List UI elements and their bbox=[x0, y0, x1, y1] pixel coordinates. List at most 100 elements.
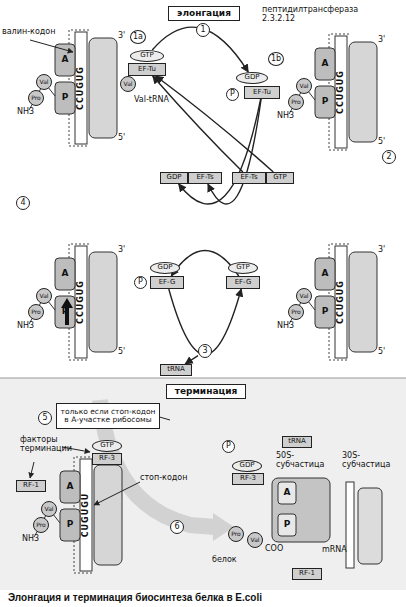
node-text: EF-G bbox=[235, 279, 252, 287]
gtp-box: GTP bbox=[266, 172, 294, 184]
factor-box: EF-Tu bbox=[244, 86, 280, 99]
node-text: RF-1 bbox=[299, 570, 315, 578]
factor-box: EF-G bbox=[226, 276, 260, 289]
node-text: EF-Tu bbox=[253, 89, 271, 97]
cycle-arrow bbox=[179, 99, 261, 204]
callout-number: 1a bbox=[130, 30, 146, 44]
callout-number: 5 bbox=[38, 411, 52, 425]
cycle-arrow bbox=[171, 251, 238, 277]
leader-line bbox=[30, 462, 34, 478]
site-letter: P bbox=[67, 520, 74, 530]
callout-number: 2 bbox=[382, 150, 396, 164]
enzyme-label: пептидилтрансфераза 2.3.2.12 bbox=[262, 6, 354, 24]
gtp-oval: GTP bbox=[130, 50, 164, 62]
factor-box: EF-Ts bbox=[188, 172, 222, 184]
node-text: GTP bbox=[140, 52, 154, 60]
factor-box: RF-3 bbox=[232, 473, 264, 485]
ribosome bbox=[289, 34, 377, 150]
node-text: 6 bbox=[174, 523, 179, 532]
end-label: 3' bbox=[118, 246, 125, 255]
ribosome bbox=[29, 244, 117, 360]
termination-panel bbox=[0, 378, 406, 590]
phosphate-circle: P bbox=[222, 440, 235, 453]
node-text: 1b bbox=[271, 55, 281, 64]
node-text: GTP bbox=[100, 442, 114, 450]
gdp-oval: GDP bbox=[232, 460, 262, 472]
amino-acid-circle: Pro bbox=[33, 517, 49, 533]
codon-label: валин-кодон bbox=[2, 28, 55, 37]
leader-line bbox=[94, 482, 140, 505]
node-text: GTP bbox=[273, 174, 287, 182]
site-letter: P bbox=[62, 93, 69, 103]
node-text: RF-3 bbox=[240, 475, 256, 483]
node-text: EF-Ts bbox=[196, 174, 213, 182]
carboxyl-group: COO bbox=[265, 545, 283, 554]
trna-label: Val-tRNA bbox=[134, 96, 169, 105]
amino-group: NH3 bbox=[17, 108, 34, 117]
node-text: элонгация bbox=[177, 9, 231, 19]
phosphate-circle: P bbox=[134, 276, 147, 289]
node-text: EF-Ts bbox=[240, 174, 257, 182]
site-letter: P bbox=[322, 307, 329, 317]
factor-box: RF-1 bbox=[292, 568, 322, 580]
leader-line bbox=[30, 40, 73, 52]
node-text: GDP bbox=[239, 462, 254, 470]
callout-number: 1b bbox=[268, 52, 284, 66]
callout-number: 3 bbox=[198, 344, 212, 358]
node-text: GDP bbox=[157, 264, 172, 272]
panel-border bbox=[0, 378, 406, 379]
callout-number: 4 bbox=[16, 196, 30, 210]
factor-label: факторы терминации bbox=[20, 436, 82, 454]
node-text: 3 bbox=[202, 347, 207, 356]
end-label: 5' bbox=[118, 134, 125, 143]
callout-number: 6 bbox=[170, 520, 184, 534]
end-label: 3' bbox=[378, 246, 385, 255]
amino-group: NH3 bbox=[277, 322, 294, 331]
codon-text: CCUGUG bbox=[77, 280, 86, 324]
node-text: RF-3 bbox=[99, 455, 115, 463]
gdp-oval: GDP bbox=[236, 72, 268, 84]
amino-acid-circle: Val bbox=[120, 76, 136, 92]
node-text: EF-Tu bbox=[138, 66, 156, 74]
factor-box: RF-3 bbox=[92, 453, 122, 465]
node-text: EF-G bbox=[159, 279, 176, 287]
node-text: P bbox=[230, 90, 235, 99]
amino-acid-circle: Val bbox=[41, 501, 57, 517]
gtp-oval: GTP bbox=[92, 440, 122, 452]
node-text: tRNA bbox=[288, 438, 306, 446]
mrna-label: mRNA bbox=[322, 546, 347, 555]
node-text: P bbox=[226, 442, 231, 451]
gdp-oval: GDP bbox=[150, 262, 180, 274]
small-subunit bbox=[358, 488, 382, 564]
factor-box: EF-Tu bbox=[128, 63, 166, 76]
amino-acid-circle: Val bbox=[247, 532, 263, 548]
factor-box: EF-Ts bbox=[232, 172, 266, 184]
end-label: 3' bbox=[378, 36, 385, 45]
callout-number: 1 bbox=[196, 23, 210, 37]
stage-box: терминация bbox=[166, 384, 246, 399]
amino-acid-circle: Val bbox=[36, 74, 52, 90]
end-label: 5' bbox=[378, 138, 385, 147]
site-letter: A bbox=[322, 59, 329, 69]
ribosome bbox=[29, 30, 117, 146]
site-letter: A bbox=[62, 269, 69, 279]
codon-label: стоп-кодон bbox=[140, 474, 187, 483]
site-letter: A bbox=[67, 482, 74, 492]
caption: Элонгация и терминация биосинтеза белка … bbox=[8, 592, 262, 603]
gtp-oval: GTP bbox=[228, 262, 258, 274]
amino-acid-circle: Pro bbox=[288, 304, 304, 320]
subunit-label: 30S-субчастица bbox=[342, 452, 404, 470]
end-label: 5' bbox=[118, 348, 125, 357]
codon-text: CCUGUG bbox=[337, 70, 346, 114]
site-letter: A bbox=[322, 269, 329, 279]
large-subunit bbox=[272, 478, 330, 542]
node-text: 5 bbox=[42, 414, 47, 423]
node-text: 1 bbox=[200, 26, 205, 35]
amino-acid-circle: Pro bbox=[228, 526, 244, 542]
cycle-arrow bbox=[153, 76, 243, 172]
trna-box: tRNA bbox=[282, 436, 312, 448]
codon-text: CUGUGU bbox=[82, 493, 91, 538]
node-text: GTP bbox=[236, 264, 250, 272]
